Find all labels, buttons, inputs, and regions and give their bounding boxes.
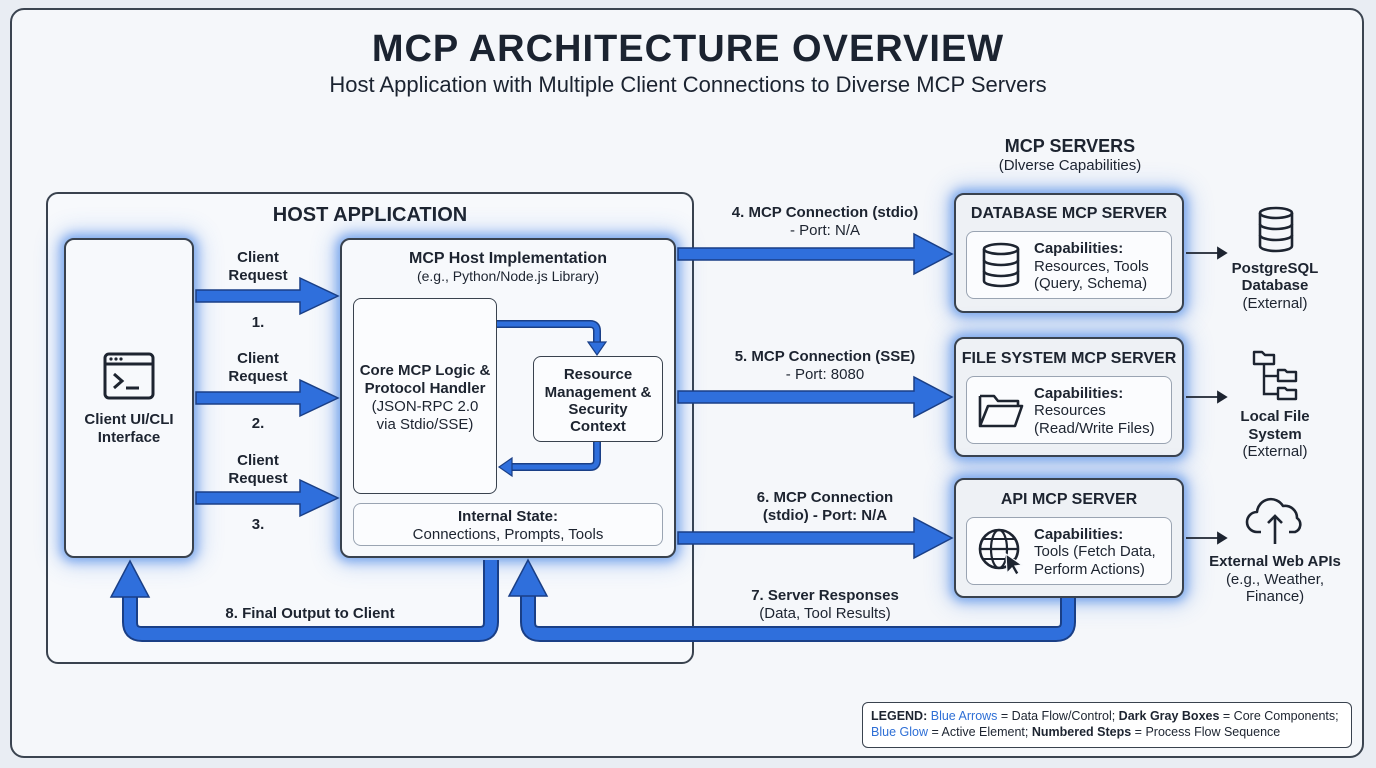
resource-label-4: Context <box>570 418 626 435</box>
postgres-label-1: PostgreSQL <box>1231 260 1319 277</box>
mcp-servers-subtitle: (Dlverse Capabilities) <box>998 157 1142 174</box>
legend-value-3: = Active Element; <box>927 725 1032 739</box>
responses-label-1: 7. Server Responses <box>751 587 899 604</box>
cloud-upload-icon <box>1245 497 1302 544</box>
file-system-cap-title: Capabilities: <box>1034 385 1124 402</box>
api-server-title: API MCP SERVER <box>1000 491 1138 508</box>
api-to-web-arrow <box>1186 531 1228 545</box>
legend-key-blue-arrows: Blue Arrows <box>930 709 998 723</box>
database-cap-1: Resources, Tools <box>1034 258 1149 275</box>
resource-management-box <box>533 356 663 442</box>
legend-value-4: = Process Flow Sequence <box>1131 725 1281 739</box>
mcp-host-impl-subtitle: (e.g., Python/Node.js Library) <box>416 268 600 284</box>
web-apis-label-2: (e.g., Weather, <box>1225 571 1325 588</box>
request-3-label-2: Request <box>228 470 288 487</box>
core-logic-label-1: Core MCP Logic & <box>359 362 491 379</box>
internal-state-items: Connections, Prompts, Tools <box>412 526 604 543</box>
core-to-resource-arrow <box>497 320 608 357</box>
database-icon <box>982 242 1020 288</box>
connection-6-label-2: (stdio) - Port: N/A <box>762 507 888 524</box>
web-apis-label-3: Finance) <box>1245 588 1305 605</box>
connection-5-label-1: 5. MCP Connection (SSE) <box>734 348 916 365</box>
diagram-title: MCP ARCHITECTURE OVERVIEW <box>371 28 1005 70</box>
core-logic-box <box>353 298 497 494</box>
api-cap-2: Perform Actions) <box>1034 561 1145 578</box>
client-ui-label-2: Interface <box>97 429 161 446</box>
diagram-subtitle: Host Application with Multiple Client Co… <box>329 72 1047 97</box>
connection-5-label-2: - Port: 8080 <box>785 366 865 383</box>
file-tree-icon <box>1252 350 1298 401</box>
connection-4-label-1: 4. MCP Connection (stdio) <box>731 204 919 221</box>
legend-value-2: = Core Components; <box>1219 709 1339 723</box>
web-apis-label-1: External Web APIs <box>1209 553 1341 570</box>
legend-line-2: Blue Glow = Active Element; Numbered Ste… <box>871 724 1343 740</box>
file-system-cap-1: Resources <box>1034 402 1106 419</box>
connection-6-label-1: 6. MCP Connection <box>756 489 894 506</box>
legend: LEGEND: Blue Arrows = Data Flow/Control;… <box>862 702 1352 748</box>
request-arrow-2 <box>195 378 340 418</box>
api-cap-1: Tools (Fetch Data, <box>1034 543 1156 560</box>
file-system-cap-2: (Read/Write Files) <box>1034 420 1155 437</box>
server-responses-arrow <box>507 558 1076 642</box>
terminal-icon <box>103 352 155 400</box>
request-2-label-2: Request <box>228 368 288 385</box>
postgres-database-icon <box>1258 206 1294 253</box>
database-server-title: DATABASE MCP SERVER <box>970 205 1168 222</box>
request-2-label-1: Client <box>237 350 279 367</box>
connection-4-label-2: - Port: N/A <box>789 222 860 239</box>
local-fs-label-1: Local File <box>1240 408 1310 425</box>
request-2-step: 2. <box>251 415 265 432</box>
postgres-label-2: Database <box>1241 277 1309 294</box>
legend-key-blue-glow: Blue Glow <box>871 725 928 739</box>
request-arrow-1 <box>195 276 340 316</box>
legend-key-dark-gray-boxes: Dark Gray Boxes <box>1118 709 1220 723</box>
resource-label-3: Security <box>568 401 628 418</box>
postgres-label-3: (External) <box>1242 295 1308 312</box>
mcp-host-impl-title: MCP Host Implementation <box>409 250 607 267</box>
request-3-label-1: Client <box>237 452 279 469</box>
client-ui-label-1: Client UI/CLI <box>84 411 174 428</box>
request-1-step: 1. <box>251 314 265 331</box>
local-fs-label-2: System <box>1248 426 1302 443</box>
legend-value-1: = Data Flow/Control; <box>997 709 1119 723</box>
core-logic-label-3: (JSON-RPC 2.0 <box>371 398 479 415</box>
globe-icon <box>978 528 1024 576</box>
request-1-label-1: Client <box>237 249 279 266</box>
resource-to-core-arrow <box>497 442 601 478</box>
mcp-servers-title: MCP SERVERS <box>1004 136 1136 156</box>
host-application-label: HOST APPLICATION <box>272 204 468 226</box>
folder-icon <box>978 394 1024 428</box>
connection-arrow-6 <box>677 516 954 560</box>
resource-label-1: Resource <box>563 366 633 383</box>
responses-label-2: (Data, Tool Results) <box>759 605 891 622</box>
legend-line-1: LEGEND: Blue Arrows = Data Flow/Control;… <box>871 708 1343 724</box>
internal-state-box <box>353 503 663 546</box>
legend-label: LEGEND: <box>871 709 928 723</box>
legend-key-numbered-steps: Numbered Steps <box>1031 725 1132 739</box>
connection-arrow-5 <box>677 375 954 419</box>
internal-state-title: Internal State: <box>457 508 559 525</box>
local-fs-label-3: (External) <box>1242 443 1308 460</box>
fs-to-local-arrow <box>1186 390 1228 404</box>
api-cap-title: Capabilities: <box>1034 526 1124 543</box>
database-cap-2: (Query, Schema) <box>1034 275 1148 292</box>
resource-label-2: Management & <box>544 384 652 401</box>
database-cap-title: Capabilities: <box>1034 240 1124 257</box>
file-system-capabilities-box <box>966 376 1172 444</box>
db-to-postgres-arrow <box>1186 246 1228 260</box>
connection-arrow-4 <box>677 232 954 276</box>
file-system-server-title: FILE SYSTEM MCP SERVER <box>961 350 1177 367</box>
final-output-label: 8. Final Output to Client <box>225 605 395 622</box>
core-logic-label-4: via Stdio/SSE) <box>376 416 474 433</box>
request-3-step: 3. <box>251 516 265 533</box>
request-1-label-2: Request <box>228 267 288 284</box>
request-arrow-3 <box>195 478 340 518</box>
api-capabilities-box <box>966 517 1172 585</box>
final-output-arrow <box>109 559 499 642</box>
core-logic-label-2: Protocol Handler <box>364 380 486 397</box>
